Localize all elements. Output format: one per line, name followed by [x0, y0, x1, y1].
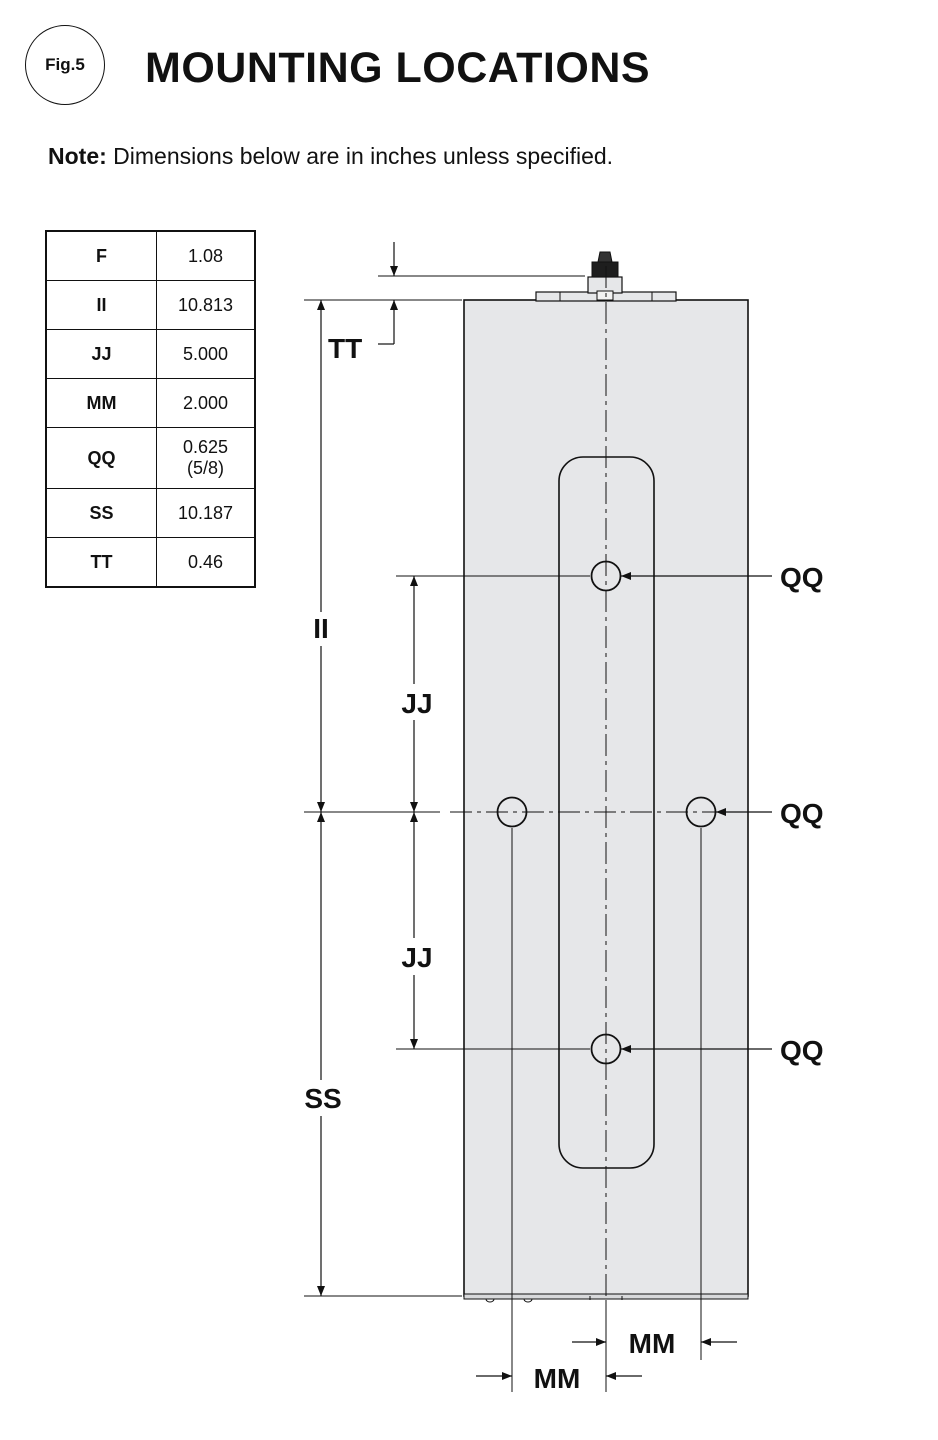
dimension-value: 0.46 — [156, 537, 256, 588]
dimension-value: 5.000 — [156, 329, 256, 379]
base-feet — [485, 1296, 623, 1303]
qq-bottom-label: QQ — [780, 1035, 824, 1066]
dimension-value-decimal: 0.625 — [182, 437, 229, 457]
qq-middle-label: QQ — [780, 798, 824, 829]
dimension-value-fraction: (5/8) — [186, 458, 224, 478]
dimension-value: 10.813 — [156, 280, 256, 330]
dimension-value: 1.08 — [156, 230, 256, 281]
dimension-key: JJ — [45, 329, 157, 379]
mm-left-label: MM — [534, 1363, 581, 1394]
mounting-hole-bottom — [590, 1033, 622, 1065]
mounting-hole-top — [590, 560, 622, 592]
figure-number: Fig.5 — [45, 55, 85, 74]
ss-label: SS — [304, 1083, 341, 1114]
table-row: II 10.813 — [45, 280, 256, 330]
tt-label: TT — [328, 333, 362, 364]
table-row: JJ 5.000 — [45, 329, 256, 379]
tt-dimension — [378, 242, 398, 345]
note: Note: Dimensions below are in inches unl… — [48, 143, 613, 170]
jj-lower-label: JJ — [401, 942, 432, 973]
note-text: Dimensions below are in inches unless sp… — [113, 143, 614, 169]
dimension-value: 2.000 — [156, 378, 256, 428]
dimension-key: F — [45, 230, 157, 281]
table-row: SS 10.187 — [45, 488, 256, 538]
page-title: MOUNTING LOCATIONS — [145, 44, 651, 92]
extension-lines — [304, 275, 702, 1392]
ii-label: II — [313, 613, 329, 644]
qq-top-label: QQ — [780, 562, 824, 593]
table-row: MM 2.000 — [45, 378, 256, 428]
note-label: Note: — [48, 143, 107, 169]
mounting-hole-right — [685, 796, 717, 828]
table-row: F 1.08 — [45, 230, 256, 281]
dimension-key: TT — [45, 537, 157, 588]
dimension-value: 0.625 (5/8) — [156, 427, 256, 489]
dimension-table: F 1.08 II 10.813 JJ 5.000 MM 2.000 QQ 0.… — [45, 230, 256, 588]
table-row: QQ 0.625 (5/8) — [45, 427, 256, 489]
jj-upper-label: JJ — [401, 688, 432, 719]
figure-number-badge: Fig.5 — [25, 25, 105, 105]
qq-leaders — [621, 572, 772, 1053]
table-row: TT 0.46 — [45, 537, 256, 588]
dimension-key: SS — [45, 488, 157, 538]
mm-right-label: MM — [629, 1328, 676, 1359]
mounting-hole-left — [496, 796, 528, 828]
dimension-value: 10.187 — [156, 488, 256, 538]
